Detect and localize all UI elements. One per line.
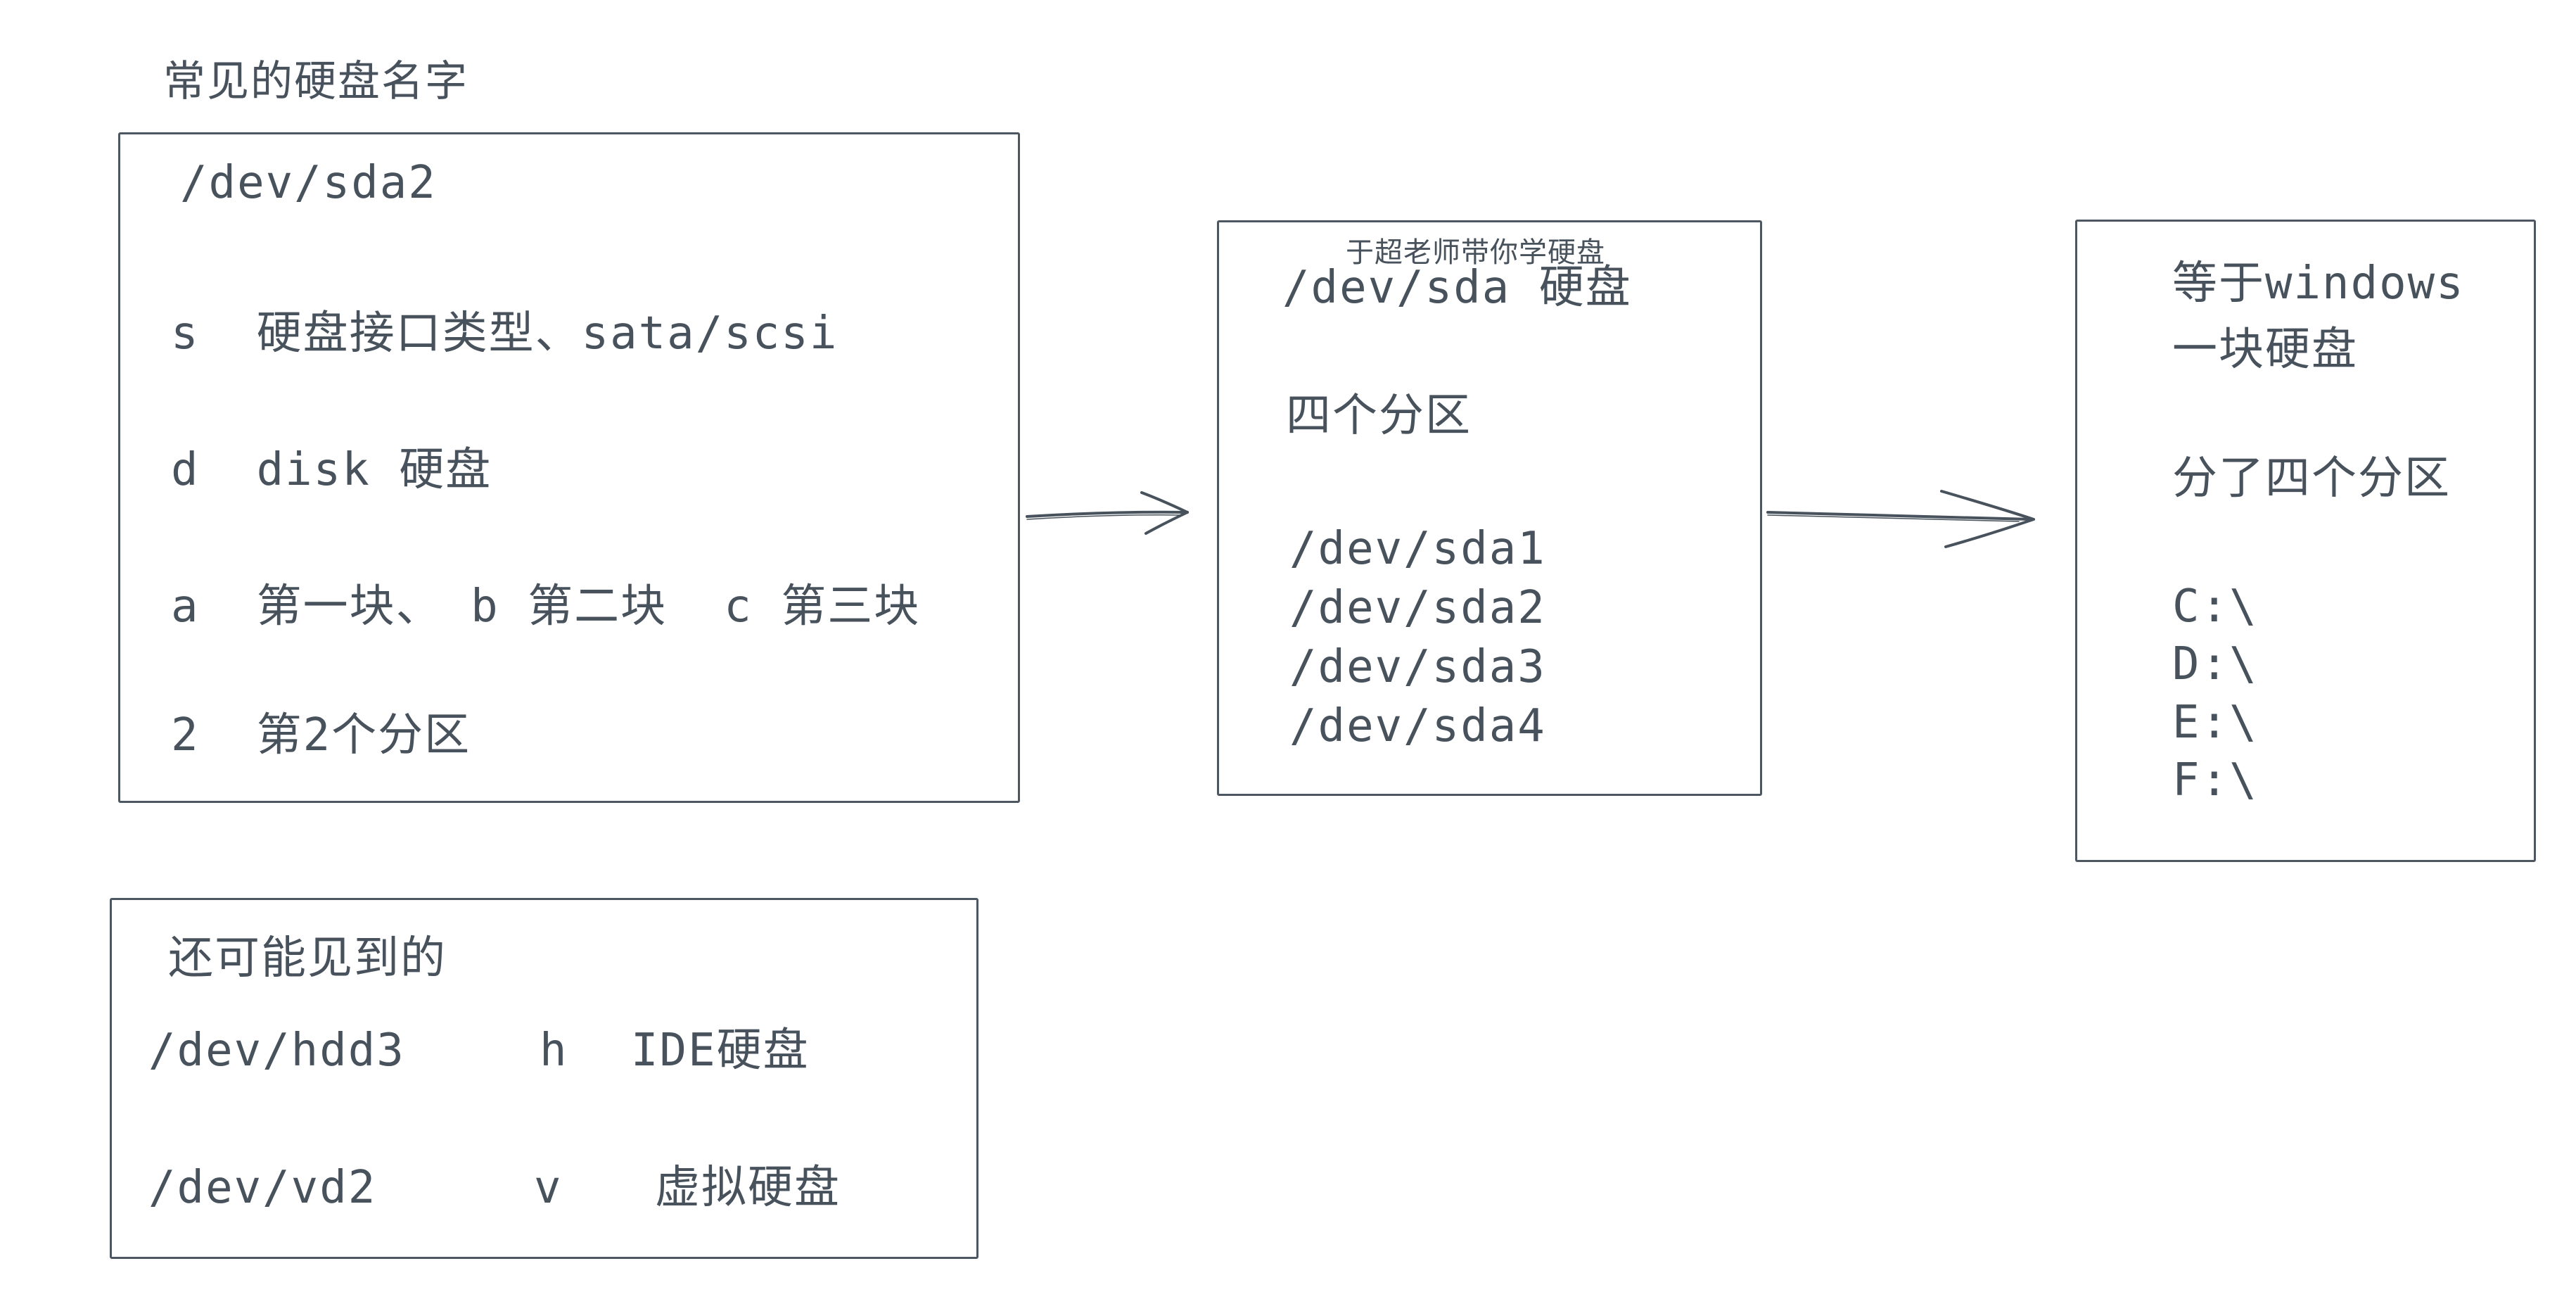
drive-f: F:\ <box>2172 754 2258 806</box>
other-device-hdd3: /dev/hdd3 <box>148 1025 405 1077</box>
disk-box: 于超老师带你学硬盘 /dev/sda 硬盘 四个分区 /dev/sda1 /de… <box>1217 220 1762 796</box>
disk-subheading: 四个分区 <box>1286 390 1472 442</box>
other-letter-v: v <box>534 1162 563 1214</box>
naming-line-d: d disk 硬盘 <box>171 444 492 496</box>
naming-box: /dev/sda2 s 硬盘接口类型、sata/scsi d disk 硬盘 a… <box>118 132 1020 803</box>
other-meaning-ide: IDE硬盘 <box>631 1025 810 1077</box>
page-title: 常见的硬盘名字 <box>163 57 468 106</box>
partition-sda3: /dev/sda3 <box>1289 641 1546 693</box>
disk-heading: /dev/sda 硬盘 <box>1282 262 1632 314</box>
windows-box: 等于windows 一块硬盘 分了四个分区 C:\ D:\ E:\ F:\ <box>2075 220 2536 862</box>
naming-line-device: /dev/sda2 <box>180 157 437 209</box>
disk-box-watermark: 于超老师带你学硬盘 <box>1346 236 1605 269</box>
drive-e: E:\ <box>2172 697 2258 749</box>
partition-sda1: /dev/sda1 <box>1289 523 1546 575</box>
naming-line-abc: a 第一块、 b 第二块 c 第三块 <box>171 581 921 633</box>
other-letter-h: h <box>540 1025 568 1077</box>
windows-line-2: 一块硬盘 <box>2172 324 2358 376</box>
other-box-heading: 还可能见到的 <box>168 932 447 984</box>
other-meaning-virtual: 虚拟硬盘 <box>655 1162 841 1214</box>
other-names-box: 还可能见到的 /dev/hdd3 h IDE硬盘 /dev/vd2 v 虚拟硬盘 <box>110 898 978 1259</box>
drive-d: D:\ <box>2172 638 2258 690</box>
drive-c: C:\ <box>2172 581 2258 633</box>
naming-line-s: s 硬盘接口类型、sata/scsi <box>171 308 839 360</box>
other-device-vd2: /dev/vd2 <box>148 1162 377 1214</box>
partition-sda4: /dev/sda4 <box>1289 700 1546 752</box>
arrow-naming-to-disk-icon <box>1026 491 1189 535</box>
partition-sda2: /dev/sda2 <box>1289 582 1546 634</box>
arrow-disk-to-windows-icon <box>1766 490 2035 548</box>
windows-line-3: 分了四个分区 <box>2172 452 2451 505</box>
naming-line-partition: 2 第2个分区 <box>171 709 471 761</box>
windows-line-1: 等于windows <box>2172 258 2465 310</box>
